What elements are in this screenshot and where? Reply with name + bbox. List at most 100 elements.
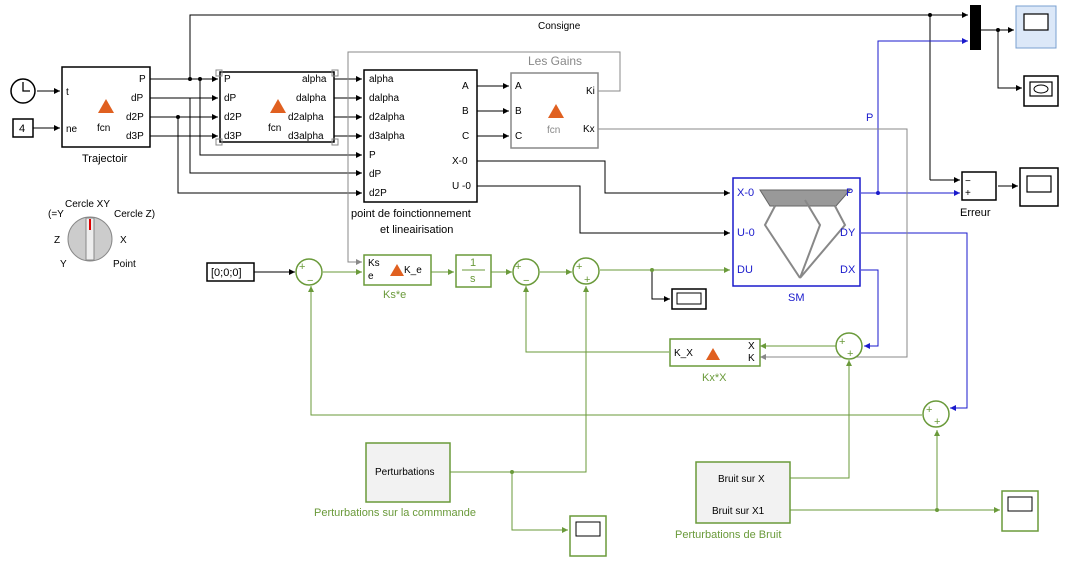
erreur-label: Erreur bbox=[960, 207, 991, 219]
sum-1[interactable]: + − bbox=[295, 258, 323, 287]
integrator-den: s bbox=[470, 273, 476, 285]
port-p: P bbox=[139, 74, 146, 85]
sum-5[interactable]: + + bbox=[922, 400, 950, 428]
pfl-label-2: et lineairisation bbox=[380, 224, 453, 236]
wires-gray bbox=[347, 51, 908, 358]
integrator-num: 1 bbox=[470, 257, 476, 269]
port-x: X bbox=[748, 341, 755, 352]
plus-sign: + bbox=[965, 188, 971, 199]
port-p: P bbox=[369, 150, 376, 161]
xy-graph[interactable] bbox=[1023, 75, 1059, 107]
minus-sign: − bbox=[523, 275, 529, 287]
port-ki: Ki bbox=[586, 86, 595, 97]
port-kx: Kx bbox=[583, 124, 595, 135]
bruit-x1: Bruit sur X1 bbox=[712, 506, 765, 517]
sum-2[interactable]: + − bbox=[512, 258, 540, 287]
port-dp: dP bbox=[369, 169, 382, 180]
port-dp: dP bbox=[131, 93, 144, 104]
consigne-label: Consigne bbox=[538, 21, 581, 32]
port-d2p: d2P bbox=[224, 112, 242, 123]
clock-block[interactable] bbox=[10, 78, 36, 104]
trajectoir-block[interactable]: t ne P dP d2P d3P fcn bbox=[61, 66, 151, 148]
mid-fcn-block[interactable]: P dP d2P d3P alpha dalpha d2alpha d3alph… bbox=[215, 69, 339, 146]
matlab-icon bbox=[270, 99, 286, 113]
port-u0: U-0 bbox=[737, 227, 755, 239]
sm-block[interactable]: X-0 U-0 DU P DY DX bbox=[732, 177, 861, 287]
scope-top[interactable] bbox=[1015, 5, 1057, 49]
sm-label: SM bbox=[788, 292, 805, 304]
constant-4-block[interactable]: 4 bbox=[12, 118, 34, 138]
plus-sign: + bbox=[299, 261, 305, 273]
plus-sign: + bbox=[839, 336, 845, 348]
port-d2p: d2P bbox=[126, 112, 144, 123]
plus-sign: + bbox=[847, 348, 853, 360]
operating-point-block[interactable]: alpha dalpha d2alpha d3alpha P dP d2P A … bbox=[363, 69, 478, 203]
port-ne: ne bbox=[66, 124, 78, 135]
scope-erreur[interactable] bbox=[1019, 167, 1059, 207]
port-e: e bbox=[368, 271, 374, 282]
mux-block[interactable] bbox=[970, 5, 981, 50]
integrator-block[interactable]: 1 s bbox=[455, 254, 492, 288]
ks-block[interactable]: Ks e K_e bbox=[363, 254, 432, 286]
port-x0: X-0 bbox=[452, 156, 468, 167]
switch-z: Z bbox=[54, 235, 60, 246]
multiport-switch[interactable]: Cercle XY (=Y Cercle Z) Z X Y Point bbox=[48, 199, 155, 270]
pfl-label-1: point de foinctionnement bbox=[351, 208, 471, 220]
scope-perturb[interactable] bbox=[569, 515, 607, 557]
plus-sign: + bbox=[934, 416, 940, 428]
scope-sum[interactable] bbox=[671, 288, 707, 310]
port-dp: dP bbox=[224, 93, 237, 104]
constant-value: 4 bbox=[19, 123, 25, 135]
wires-blue bbox=[861, 40, 968, 409]
bruit-block[interactable]: Bruit sur X Bruit sur X1 bbox=[695, 461, 791, 524]
port-c: C bbox=[462, 131, 469, 142]
matlab-icon bbox=[98, 99, 114, 113]
port-ks: Ks bbox=[368, 258, 380, 269]
vector-value: [0;0;0] bbox=[211, 267, 242, 279]
vector-constant[interactable]: [0;0;0] bbox=[206, 262, 255, 282]
bruit-x: Bruit sur X bbox=[718, 474, 765, 485]
switch-point: Point bbox=[113, 259, 136, 270]
matlab-icon bbox=[390, 264, 404, 276]
port-alpha: alpha bbox=[369, 74, 394, 85]
switch-x: X bbox=[120, 235, 127, 246]
perturbations-block[interactable]: Perturbations bbox=[365, 442, 451, 503]
matlab-icon bbox=[548, 104, 564, 118]
port-b: B bbox=[515, 106, 522, 117]
switch-y: Y bbox=[60, 259, 67, 270]
port-dx: DX bbox=[840, 264, 856, 276]
sum-4[interactable]: + + bbox=[835, 332, 863, 360]
port-c: C bbox=[515, 131, 522, 142]
ks-label: Ks*e bbox=[383, 289, 406, 301]
sum-3[interactable]: + + bbox=[572, 257, 600, 286]
port-dalpha: dalpha bbox=[369, 93, 399, 104]
scope-bruit[interactable] bbox=[1001, 490, 1039, 532]
port-a: A bbox=[515, 81, 522, 92]
port-d2alpha: d2alpha bbox=[288, 112, 324, 123]
port-d3alpha: d3alpha bbox=[369, 131, 405, 142]
port-du: DU bbox=[737, 264, 753, 276]
kx-block[interactable]: K_X X K bbox=[669, 338, 761, 367]
switch-cercle-xy: Cercle XY bbox=[65, 199, 110, 210]
port-d2p: d2P bbox=[369, 188, 387, 199]
gains-block[interactable]: A B C Ki Kx fcn bbox=[510, 72, 599, 149]
switch-cercle-z: Cercle Z) bbox=[114, 209, 155, 220]
trajectoir-label: Trajectoir bbox=[82, 153, 128, 165]
port-u0: U -0 bbox=[452, 181, 471, 192]
port-d2alpha: d2alpha bbox=[369, 112, 405, 123]
port-p: P bbox=[846, 187, 853, 199]
port-p: P bbox=[224, 74, 231, 85]
p-signal-label: P bbox=[866, 112, 873, 124]
wires-green bbox=[310, 269, 1000, 531]
port-alpha: alpha bbox=[302, 74, 327, 85]
sum-erreur[interactable]: − + bbox=[961, 171, 997, 201]
port-dalpha: dalpha bbox=[296, 93, 326, 104]
kx-label: Kx*X bbox=[702, 372, 727, 384]
port-a: A bbox=[462, 81, 469, 92]
port-t: t bbox=[66, 87, 69, 98]
port-b: B bbox=[462, 106, 469, 117]
port-dy: DY bbox=[840, 227, 856, 239]
robot-platform-icon bbox=[759, 189, 852, 207]
plus-sign: + bbox=[515, 261, 521, 273]
